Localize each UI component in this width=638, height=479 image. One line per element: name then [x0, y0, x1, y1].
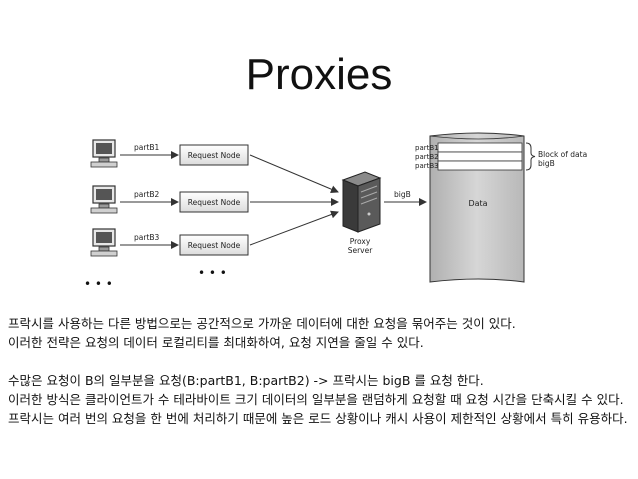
- computer-icon: [90, 139, 118, 168]
- data-part-row-2: [437, 151, 523, 162]
- data-part-row-1: [437, 142, 523, 153]
- computer-icon: [90, 228, 118, 257]
- request-node-label-3: Request Node: [188, 241, 241, 250]
- paragraph-5: 프락시는 여러 번의 요청을 한 번에 처리하기 때문에 높은 로드 상황이나 …: [8, 411, 628, 426]
- brace-label-line2: bigB: [538, 159, 555, 168]
- data-store: partB1 partB2 partB3 Data: [415, 132, 525, 283]
- client-computer-3: partB3: [90, 228, 179, 257]
- client-part-label-2: partB2: [134, 190, 160, 199]
- proxy-link-label: bigB: [394, 190, 411, 199]
- paragraph-4: 이러한 방식은 클라이언트가 수 테라바이트 크기 데이터의 일부분을 랜덤하게…: [8, 392, 624, 407]
- request-node-3: Request Node: [179, 234, 249, 256]
- brace-label-line1: Block of data: [538, 150, 587, 159]
- node-proxy-link-3: [249, 210, 339, 246]
- client-part-label-3: partB3: [134, 233, 160, 242]
- paragraph-1: 프락시를 사용하는 다른 방법으로는 공간적으로 가까운 데이터에 대한 요청을…: [8, 316, 516, 331]
- paragraph-3: 수많은 요청이 B의 일부분을 요청(B:partB1, B:partB2) -…: [8, 373, 484, 388]
- block-brace: [525, 142, 536, 171]
- request-node-label-2: Request Node: [188, 198, 241, 207]
- client-computer-2: partB2: [90, 185, 179, 214]
- data-part-label-3: partB3: [415, 162, 439, 170]
- data-part-label-1: partB1: [415, 144, 439, 152]
- node-proxy-link-1: [249, 154, 339, 193]
- request-node-label-1: Request Node: [188, 151, 241, 160]
- server-icon: [341, 171, 382, 233]
- computer-icon: [90, 185, 118, 214]
- data-part-row-3: [437, 160, 523, 171]
- proxy-label-line1: Proxy: [350, 237, 371, 246]
- slide-title: Proxies: [245, 50, 393, 99]
- body-text: 프락시를 사용하는 다른 방법으로는 공간적으로 가까운 데이터에 대한 요청을…: [8, 314, 632, 428]
- data-part-label-2: partB2: [415, 153, 439, 161]
- proxy-label-line2: Server: [348, 246, 374, 255]
- request-node-2: Request Node: [179, 191, 249, 213]
- clients-ellipsis: • • •: [84, 277, 113, 291]
- request-node-1: Request Node: [179, 144, 249, 166]
- paragraph-2: 이러한 전략은 요청의 데이터 로컬리티를 최대화하여, 요청 지연을 줄일 수…: [8, 335, 424, 350]
- data-label: Data: [468, 199, 487, 208]
- client-computer-1: partB1: [90, 139, 179, 168]
- proxy-server: Proxy Server: [341, 171, 382, 255]
- client-part-label-1: partB1: [134, 143, 160, 152]
- proxy-diagram: partB1 Request Node partB2 Request Node: [84, 132, 587, 291]
- nodes-ellipsis: • • •: [198, 266, 227, 280]
